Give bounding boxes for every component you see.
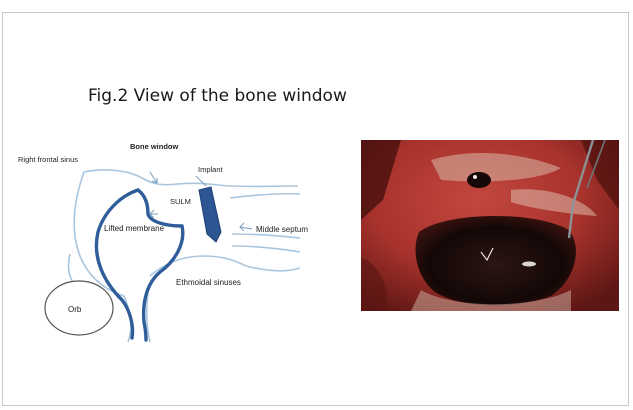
label-orb: Orb: [68, 305, 82, 314]
surgical-photo: [361, 140, 619, 311]
label-right-frontal-sinus: Right frontal sinus: [18, 155, 78, 164]
label-bone-window: Bone window: [130, 142, 178, 151]
label-lifted-membrane: Lifted membrane: [104, 224, 165, 233]
implant-shape: [199, 187, 221, 242]
label-ethmoidal-sinuses: Ethmoidal sinuses: [176, 278, 241, 287]
label-implant: Implant: [198, 165, 224, 174]
label-sulm: SULM: [170, 197, 191, 206]
label-middle-septum: Middle septum: [256, 225, 308, 234]
